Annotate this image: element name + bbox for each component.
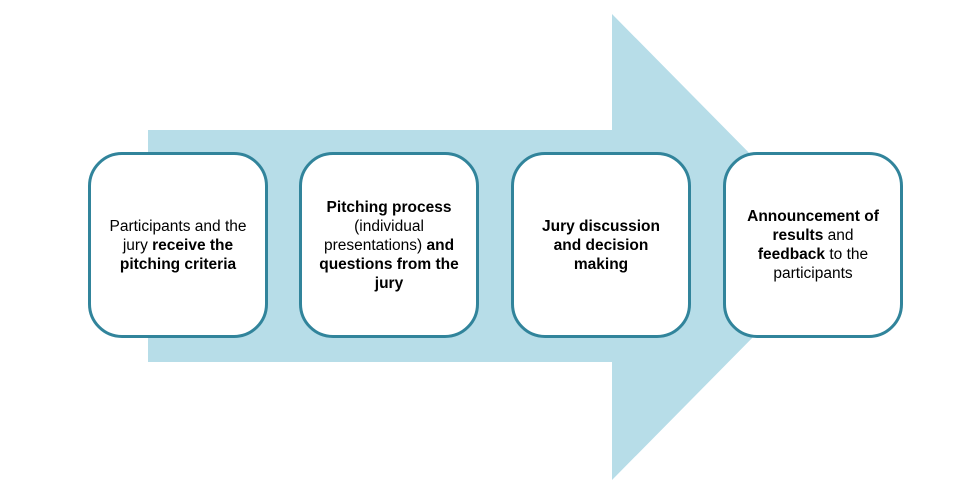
step-box-pitching-process: Pitching process (individual presentatio… (299, 152, 479, 338)
step-box-announcement: Announcement of results and feedback to … (723, 152, 903, 338)
step-box-jury-discussion: Jury discussion and decision making (511, 152, 691, 338)
step-text-regular: (individual presentations) (323, 217, 427, 254)
step-text-regular: to the participants (773, 246, 869, 282)
step-text: Participants and the jury receive the pi… (105, 217, 251, 274)
step-text-bold: feedback (757, 246, 826, 263)
step-text-bold: Jury discussion and decision making (541, 217, 660, 273)
step-text-bold: and questions from the jury (319, 236, 459, 292)
step-text-regular: and (823, 227, 854, 244)
step-text-bold: receive the pitching criteria (119, 236, 237, 273)
step-text: Announcement of results and feedback to … (740, 207, 886, 283)
step-text-bold: Announcement of results (747, 208, 879, 244)
step-text-bold: Pitching process (326, 198, 452, 216)
arrow-body (148, 14, 842, 480)
step-text: Pitching process (individual presentatio… (316, 198, 462, 293)
step-box-receive-criteria: Participants and the jury receive the pi… (88, 152, 268, 338)
step-text-regular: Participants and the jury (109, 217, 247, 254)
step-text: Jury discussion and decision making (528, 217, 674, 274)
